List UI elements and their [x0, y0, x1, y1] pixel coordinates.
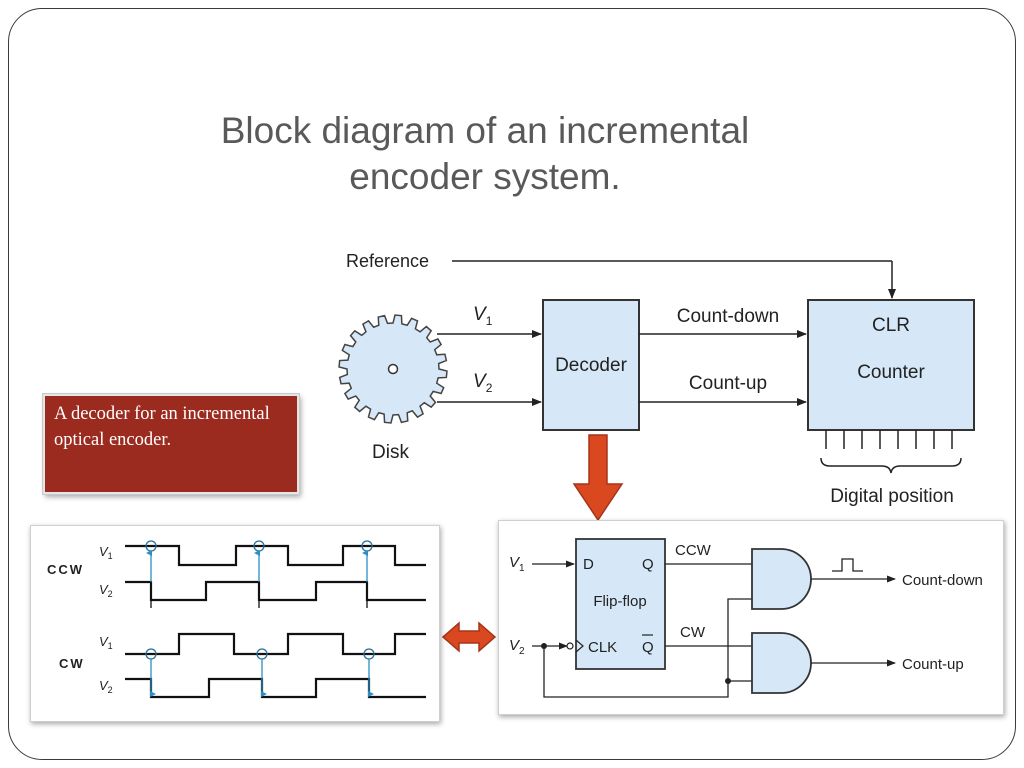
counter-block	[807, 299, 975, 431]
disk-label: Disk	[372, 442, 409, 463]
waveform-panel: CCW V1 V2 CW V1 V2	[30, 525, 440, 722]
and-gate-bottom	[751, 632, 812, 694]
ccw-v1-waveform	[125, 544, 426, 567]
cw-label: CW	[680, 624, 706, 641]
cw-v2-label: V2	[99, 678, 113, 695]
ff-qbar-label: Q	[642, 639, 654, 656]
decoder-circuit: V1 V2 D Q Flip-flop CLK Q CCW CW Count-d…	[509, 538, 983, 698]
feed-junction	[725, 678, 731, 684]
ff-q-label: Q	[642, 556, 654, 573]
v2-label: V2	[473, 371, 493, 395]
count-up-label: Count-up	[689, 373, 767, 394]
count-down-label: Count-down	[677, 306, 779, 327]
and-gate-top	[751, 548, 812, 610]
ccw-v2-waveform	[125, 580, 426, 602]
decoder-block	[542, 299, 640, 431]
cw-v1-waveform	[125, 632, 426, 656]
counter-label: Counter	[857, 362, 925, 383]
title-line-1: Block diagram of an incremental	[220, 110, 750, 151]
counter-output-pins	[825, 430, 953, 449]
ccw-label: CCW	[47, 562, 84, 577]
ccw-v1-label: V1	[99, 544, 113, 561]
pulse-icon	[832, 558, 863, 572]
circuit-panel: V1 V2 D Q Flip-flop CLK Q CCW CW Count-d…	[498, 520, 1004, 715]
callout-text: A decoder for an incremental optical enc…	[54, 404, 270, 450]
digital-position-brace	[820, 457, 962, 474]
ccw-sample-markers	[145, 540, 373, 608]
cw-v2-waveform	[125, 677, 426, 699]
down-arrow	[572, 434, 624, 522]
cw-sample-markers	[145, 648, 375, 697]
clk-bubble	[566, 642, 574, 650]
encoder-block-diagram: Reference Disk V1 V2 Decoder Count-down …	[338, 251, 975, 507]
ccw-v2-label: V2	[99, 582, 113, 599]
callout-box: A decoder for an incremental optical enc…	[43, 394, 299, 494]
ff-clk-triangle	[575, 639, 584, 653]
decoder-label: Decoder	[555, 355, 627, 376]
clr-label: CLR	[872, 315, 910, 336]
cw-v1-label: V1	[99, 634, 113, 651]
ff-clk-label: CLK	[588, 639, 617, 656]
count-up-out-label: Count-up	[902, 656, 964, 673]
digital-position-label: Digital position	[830, 486, 954, 507]
flip-flop-block	[575, 538, 666, 670]
ccw-label: CCW	[675, 542, 712, 559]
reference-label: Reference	[346, 251, 429, 271]
ff-d-label: D	[583, 556, 594, 573]
waveform-diagram: CCW V1 V2 CW V1 V2	[47, 540, 426, 699]
cw-label: CW	[59, 656, 85, 671]
disk-hub	[387, 363, 399, 375]
v2-feed-line	[543, 598, 752, 698]
count-down-out-label: Count-down	[902, 572, 983, 589]
v1-label: V1	[473, 304, 493, 328]
double-arrow	[441, 621, 497, 653]
circuit-v2-label: V2	[509, 637, 525, 657]
circuit-v1-label: V1	[509, 554, 525, 574]
slide-title: Block diagram of an incremental encoder …	[150, 108, 820, 200]
title-line-2: encoder system.	[349, 156, 621, 197]
ff-name-label: Flip-flop	[593, 593, 646, 610]
